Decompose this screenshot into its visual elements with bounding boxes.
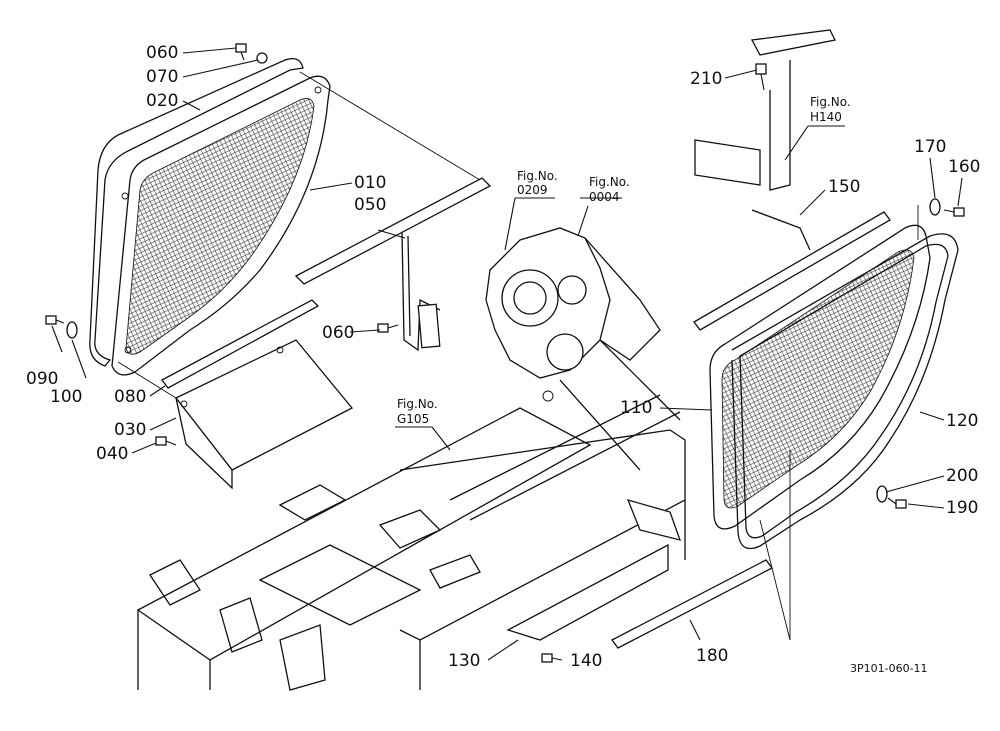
fig-h140-code: H140 bbox=[810, 110, 842, 124]
label-090: 090 bbox=[26, 369, 58, 389]
chassis-frame-reference bbox=[136, 394, 686, 691]
label-080: 080 bbox=[114, 387, 146, 407]
label-060-mid: 060 bbox=[322, 323, 354, 343]
figure-references: Fig.No. 0209 Fig.No. 0004 Fig.No. H140 F… bbox=[397, 95, 851, 426]
leader-lines bbox=[51, 47, 963, 661]
fig-0209-code: 0209 bbox=[517, 183, 548, 197]
bracket-h140-reference bbox=[694, 29, 836, 191]
right-gasket-120 bbox=[731, 233, 959, 550]
label-160: 160 bbox=[948, 157, 980, 177]
left-gasket-020 bbox=[89, 57, 304, 367]
right-side-cover bbox=[709, 224, 959, 550]
label-030: 030 bbox=[114, 420, 146, 440]
label-010: 010 bbox=[354, 173, 386, 193]
bolt-140 bbox=[541, 653, 563, 663]
engine-housing-reference bbox=[485, 227, 681, 471]
label-050: 050 bbox=[354, 195, 386, 215]
label-180: 180 bbox=[696, 646, 728, 666]
bolt-190 bbox=[876, 485, 907, 509]
lower-panel-030 bbox=[174, 339, 354, 490]
bracket-050 bbox=[294, 177, 492, 352]
left-grille-mesh bbox=[125, 98, 315, 355]
label-200: 200 bbox=[946, 466, 978, 486]
fig-g105-code: G105 bbox=[397, 412, 429, 426]
bolt-060-mid bbox=[377, 323, 399, 333]
left-side-cover bbox=[89, 57, 331, 376]
label-190: 190 bbox=[946, 498, 978, 518]
label-140: 140 bbox=[570, 651, 602, 671]
label-120: 120 bbox=[946, 411, 978, 431]
label-130: 130 bbox=[448, 651, 480, 671]
bracket-130 bbox=[506, 499, 682, 641]
label-150: 150 bbox=[828, 177, 860, 197]
fig-h140-title: Fig.No. bbox=[810, 95, 851, 109]
label-020: 020 bbox=[146, 91, 178, 111]
stay-080 bbox=[161, 299, 320, 389]
fig-0209-title: Fig.No. bbox=[517, 169, 558, 183]
bolt-090 bbox=[45, 315, 78, 339]
label-170: 170 bbox=[914, 137, 946, 157]
label-210: 210 bbox=[690, 69, 722, 89]
fig-g105-title: Fig.No. bbox=[397, 397, 438, 411]
fig-0004-code: 0004 bbox=[589, 190, 620, 204]
label-110: 110 bbox=[620, 398, 652, 418]
bolt-060-top bbox=[235, 43, 268, 64]
label-100: 100 bbox=[50, 387, 82, 407]
drawing-code: 3P101-060-11 bbox=[850, 662, 928, 675]
label-060-top: 060 bbox=[146, 43, 178, 63]
fig-0004-title: Fig.No. bbox=[589, 175, 630, 189]
stay-150 bbox=[693, 209, 891, 331]
label-070: 070 bbox=[146, 67, 178, 87]
part-labels: 060 070 020 010 050 060 090 100 080 030 … bbox=[26, 43, 980, 671]
alignment-lines bbox=[117, 71, 919, 641]
label-040: 040 bbox=[96, 444, 128, 464]
bolt-040 bbox=[155, 436, 177, 446]
right-grille-mesh bbox=[721, 249, 915, 509]
bolt-160 bbox=[929, 198, 965, 217]
